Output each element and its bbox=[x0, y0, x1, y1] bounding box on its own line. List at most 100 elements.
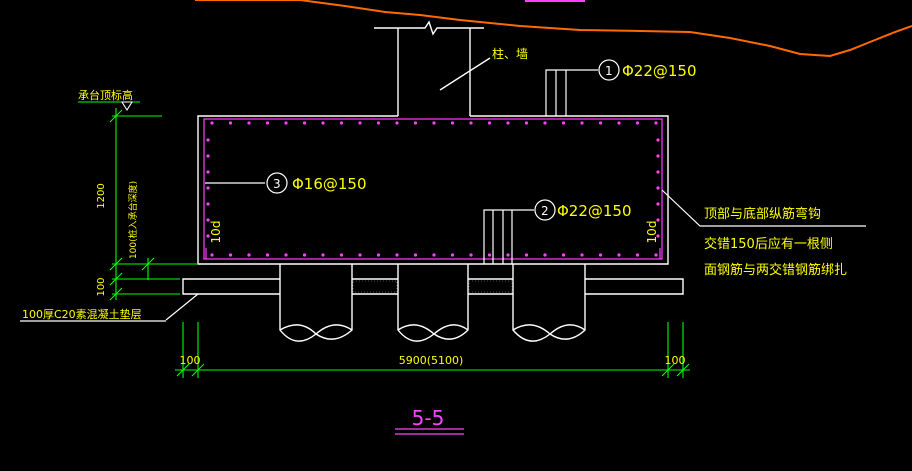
rebar-dot bbox=[543, 253, 547, 257]
rebar-2-label: Φ22@150 bbox=[557, 202, 632, 220]
rebar-dot bbox=[339, 121, 344, 125]
rebar-dot bbox=[210, 121, 214, 125]
elevation-marker bbox=[121, 101, 133, 112]
column-wall-label: 柱、墙 bbox=[492, 46, 528, 61]
rebar-dot bbox=[524, 121, 529, 125]
callout-2-number: 2 bbox=[541, 204, 549, 218]
bedding-layer bbox=[182, 278, 684, 295]
rebar-dot bbox=[228, 121, 233, 125]
vertical-dimensions bbox=[78, 101, 198, 301]
rebar-1-label: Φ22@150 bbox=[622, 62, 697, 80]
dim-100-left-label: 100 bbox=[96, 277, 107, 296]
bedding-hatch bbox=[352, 280, 513, 293]
rebar-dot bbox=[635, 253, 640, 257]
rebar-dot bbox=[228, 253, 233, 257]
rebar-dot bbox=[206, 138, 210, 142]
rebar-dot bbox=[432, 253, 436, 257]
rebar-dot bbox=[656, 138, 660, 142]
rebar-dot bbox=[247, 121, 251, 125]
rebar-dot bbox=[469, 121, 473, 125]
rebar-dot bbox=[265, 121, 270, 125]
callout-1-number: 1 bbox=[605, 64, 613, 78]
rebar-dot bbox=[206, 218, 210, 222]
rebar-dot bbox=[617, 121, 621, 125]
note-line-1: 顶部与底部纵筋弯钩 bbox=[704, 206, 821, 222]
rebar-dot bbox=[656, 170, 660, 174]
rebar-dot bbox=[635, 121, 640, 125]
rebar-dot bbox=[543, 121, 547, 125]
rebar-dot bbox=[395, 253, 399, 257]
rebar-dot bbox=[506, 253, 510, 257]
rebar-dot bbox=[395, 121, 399, 125]
callout-circles bbox=[266, 59, 620, 221]
rebar-dot bbox=[580, 253, 584, 257]
rebar-dot bbox=[358, 253, 362, 257]
rebar-dot bbox=[524, 253, 529, 257]
bedding-label: 100厚C20素混凝土垫层 bbox=[22, 307, 142, 321]
rebar-dot bbox=[598, 253, 603, 257]
rebar-dot bbox=[656, 186, 660, 190]
piles bbox=[279, 264, 586, 342]
rebar-dot bbox=[656, 154, 660, 158]
pile-2 bbox=[397, 264, 469, 342]
rebar-dot bbox=[450, 253, 455, 257]
rebar-dot bbox=[413, 253, 418, 257]
callout-3-number: 3 bbox=[273, 177, 281, 191]
bottom-dimensions bbox=[175, 322, 690, 378]
title-underline bbox=[395, 428, 464, 435]
rebar-dot bbox=[598, 121, 603, 125]
rebar-dot bbox=[432, 121, 436, 125]
rebar-dot bbox=[656, 234, 660, 238]
rebar-dot bbox=[376, 253, 381, 257]
rebar-dot bbox=[413, 121, 418, 125]
rebar-cage bbox=[203, 118, 663, 260]
rebar-3-label: Φ16@150 bbox=[292, 175, 367, 193]
dim-bottom-left: 100 bbox=[180, 354, 201, 367]
leaders bbox=[20, 69, 866, 322]
rebar-dot bbox=[654, 253, 658, 257]
rebar-dot bbox=[302, 253, 307, 257]
rebar-dot bbox=[580, 121, 584, 125]
pile-cap bbox=[197, 115, 669, 265]
rebar-dot bbox=[284, 253, 288, 257]
rebar-dot bbox=[656, 218, 660, 222]
hook-right-label: 10d bbox=[645, 221, 659, 244]
rebar-dot bbox=[206, 234, 210, 238]
note-line-3: 面钢筋与两交错钢筋绑扎 bbox=[704, 262, 847, 278]
rebar-dot bbox=[487, 121, 492, 125]
dim-1200-label: 1200 bbox=[96, 183, 107, 208]
rebar-dot bbox=[206, 154, 210, 158]
rebar-dot bbox=[339, 253, 344, 257]
rebar-dot bbox=[469, 253, 473, 257]
rebar-dot bbox=[450, 121, 455, 125]
rebar-dot bbox=[247, 253, 251, 257]
rebar-dot bbox=[561, 121, 566, 125]
section-title: 5-5 bbox=[412, 406, 445, 430]
rebar-dot bbox=[376, 121, 381, 125]
rebar-dot bbox=[656, 202, 660, 206]
dim-bottom-right: 100 bbox=[665, 354, 686, 367]
column-wall bbox=[374, 20, 491, 116]
rebar-dot bbox=[206, 202, 210, 206]
rebar-dot bbox=[206, 170, 210, 174]
rebar-dot bbox=[617, 253, 621, 257]
hook-left-label: 10d bbox=[209, 221, 223, 244]
rebar-dots bbox=[206, 121, 660, 257]
rebar-dot bbox=[487, 253, 492, 257]
ground-line bbox=[195, 0, 912, 58]
note-line-2: 交错150后应有一根侧 bbox=[704, 236, 833, 252]
rebar-dot bbox=[358, 121, 362, 125]
rebar-dot bbox=[284, 121, 288, 125]
rebar-dot bbox=[506, 121, 510, 125]
rebar-dot bbox=[654, 121, 658, 125]
dim-bottom-total: 5900(5100) bbox=[399, 354, 464, 367]
rebar-dot bbox=[302, 121, 307, 125]
dim-100-pile-label: 100(桩入承台深度) bbox=[127, 181, 139, 259]
pile-3 bbox=[512, 264, 586, 342]
pile-1 bbox=[279, 264, 353, 342]
rebar-dot bbox=[321, 253, 325, 257]
cap-top-elevation-label: 承台顶标高 bbox=[78, 88, 133, 102]
rebar-dot bbox=[206, 186, 210, 190]
rebar-dot bbox=[265, 253, 270, 257]
